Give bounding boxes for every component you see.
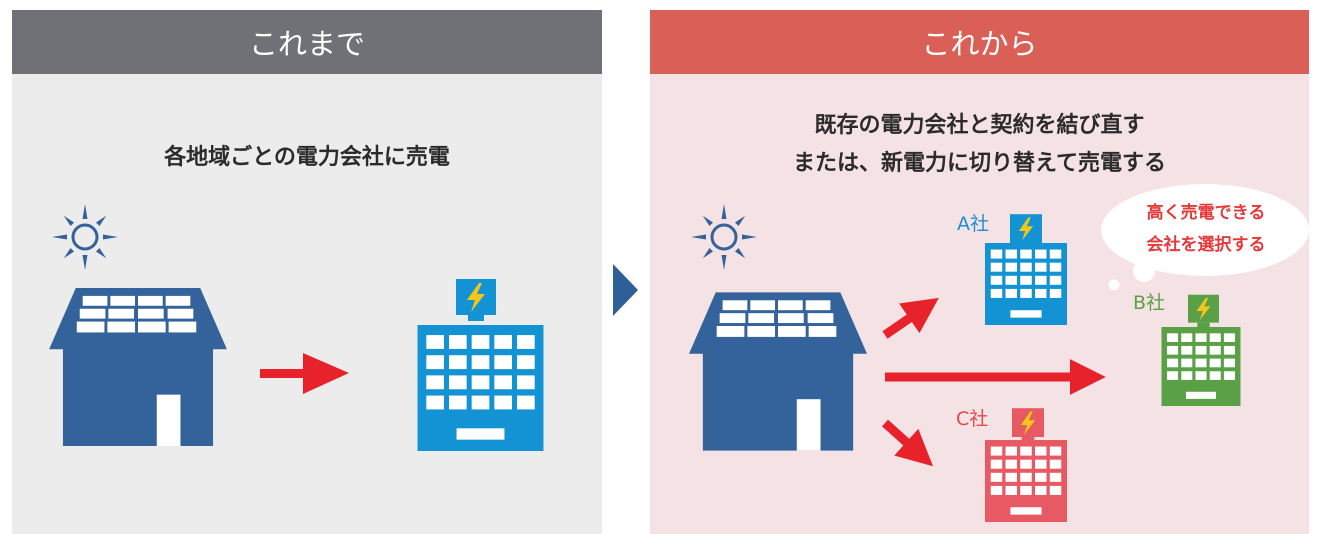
lightning-icon (456, 279, 496, 321)
future-caption-line-2: または、新電力に切り替えて売電する (793, 151, 1166, 176)
solar-house-icon-right (689, 292, 867, 451)
future-panel-header: これから (650, 10, 1309, 74)
sell-arrow-shaft (260, 369, 310, 378)
solar-house-icon (49, 288, 227, 446)
future-caption-line-1: 既存の電力会社と契約を結び直す (814, 113, 1145, 138)
company-b-label: B社 (1133, 292, 1166, 314)
current-panel-header: これまで (12, 10, 602, 74)
regional-power-company-building-icon (417, 325, 544, 451)
company-c-label: C社 (956, 408, 989, 430)
sell-arrow-head (303, 353, 349, 394)
arrow-to-company-c (881, 419, 934, 467)
transition-arrow-icon (613, 264, 638, 316)
company-b-lightning-icon (1188, 294, 1219, 328)
bubble-text-line-1: 高く売電できる (1146, 203, 1266, 223)
company-c-lightning-icon (1012, 408, 1044, 442)
bubble-text-line-2: 会社を選択する (1146, 235, 1266, 255)
current-caption: 各地域ごとの電力会社に売電 (164, 145, 450, 170)
company-a-label: A社 (957, 213, 989, 235)
sun-icon (51, 203, 119, 271)
thought-bubble (1101, 184, 1309, 291)
company-a-lightning-icon (1010, 214, 1042, 248)
company-b-building-icon (1161, 327, 1241, 406)
arrow-to-company-a (882, 297, 939, 339)
sun-icon-right (690, 203, 758, 271)
company-c-building-icon (985, 440, 1067, 522)
company-a-building-icon (985, 243, 1067, 325)
